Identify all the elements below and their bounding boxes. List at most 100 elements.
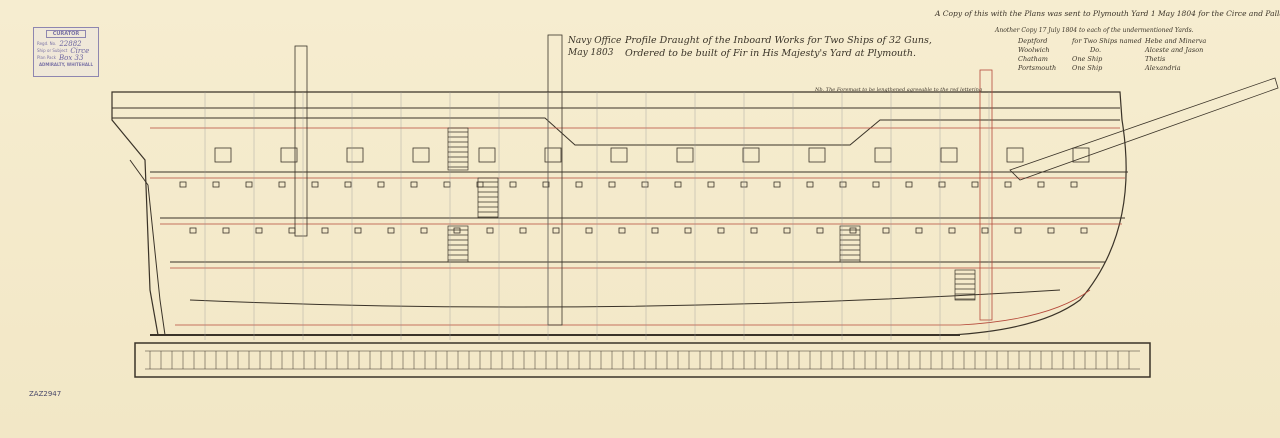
red-hull-line xyxy=(175,289,1091,326)
scuttle xyxy=(542,181,550,188)
scuttle xyxy=(981,227,989,234)
yard-name: Deptford xyxy=(1018,37,1048,45)
scuttle xyxy=(179,181,187,188)
scuttle xyxy=(519,227,527,234)
yard-detail: One Ship xyxy=(1072,64,1103,72)
yard-detail: One Ship xyxy=(1072,55,1103,63)
stamp-value: 22882 xyxy=(59,39,82,48)
scuttle xyxy=(641,181,649,188)
scuttle xyxy=(575,181,583,188)
stamp-header: CURATOR xyxy=(46,30,86,38)
gunport xyxy=(544,147,562,163)
scuttle xyxy=(806,181,814,188)
scuttle xyxy=(872,181,880,188)
gunport xyxy=(478,147,496,163)
scuttle xyxy=(189,227,197,234)
scuttle xyxy=(443,181,451,188)
scuttle xyxy=(509,181,517,188)
ladder xyxy=(447,225,469,263)
scale-bar-frame xyxy=(134,342,1151,378)
scuttle xyxy=(288,227,296,234)
scuttle xyxy=(344,181,352,188)
foremast xyxy=(979,69,993,321)
ladder xyxy=(839,225,861,263)
scuttle xyxy=(552,227,560,234)
scuttle xyxy=(1080,227,1088,234)
scuttle xyxy=(849,227,857,234)
yard-name: Chatham xyxy=(1018,55,1048,63)
scuttle xyxy=(1004,181,1012,188)
stamp-value: Box 33 xyxy=(58,53,84,62)
stamp-label: Plan Pack xyxy=(37,55,56,60)
title-office: Navy Office xyxy=(568,36,622,46)
stamp-label: Ship or Subject xyxy=(37,48,68,53)
copy-note-line-2: Another Copy 17 July 1804 to each of the… xyxy=(995,27,1194,34)
scuttle xyxy=(618,227,626,234)
yard-name: Portsmouth xyxy=(1018,64,1057,72)
yard-detail: Do. xyxy=(1090,46,1102,54)
scuttle xyxy=(222,227,230,234)
title-date: May 1803 xyxy=(568,48,614,58)
stamp-footer: ADMIRALTY, WHITEHALL xyxy=(38,62,94,67)
mainmast xyxy=(547,34,563,326)
scale-ticks xyxy=(149,351,1130,369)
hold-line xyxy=(189,289,1061,308)
hull-outline xyxy=(111,91,1127,336)
stamp-row: Regd. No.22882 xyxy=(34,39,98,48)
scuttle xyxy=(839,181,847,188)
gunport xyxy=(742,147,760,163)
scuttle xyxy=(1047,227,1055,234)
foremast-note: Nb. The Foremast to be lengthened agreea… xyxy=(815,87,983,93)
scuttle xyxy=(486,227,494,234)
scuttle xyxy=(674,181,682,188)
title-line-1: Profile Draught of the Inboard Works for… xyxy=(625,35,932,46)
reference-number: ZAZ2947 xyxy=(29,390,62,398)
gunport xyxy=(610,147,628,163)
yard-ships: Thetis xyxy=(1145,55,1166,63)
yard-ships: Alexandria xyxy=(1145,64,1181,72)
scuttle xyxy=(750,227,758,234)
stamp-value: Circe xyxy=(70,46,90,55)
scuttle xyxy=(707,181,715,188)
gunport xyxy=(874,147,892,163)
copy-note-line-1: A Copy of this with the Plans was sent t… xyxy=(935,9,1280,18)
gangway xyxy=(112,117,1120,146)
gunport xyxy=(808,147,826,163)
scuttle xyxy=(585,227,593,234)
ladder xyxy=(954,269,976,301)
gunport xyxy=(346,147,364,163)
scuttle xyxy=(905,181,913,188)
scuttle xyxy=(420,227,428,234)
scuttle xyxy=(311,181,319,188)
scuttle xyxy=(278,181,286,188)
gunport xyxy=(214,147,232,163)
scuttle xyxy=(608,181,616,188)
scuttle xyxy=(410,181,418,188)
scuttle xyxy=(354,227,362,234)
scuttle xyxy=(212,181,220,188)
stamp-label: Regd. No. xyxy=(37,41,57,46)
yard-name: Woolwich xyxy=(1018,46,1050,54)
scuttle xyxy=(387,227,395,234)
scuttle xyxy=(651,227,659,234)
ladder xyxy=(477,177,499,219)
gunport xyxy=(940,147,958,163)
scuttle xyxy=(245,181,253,188)
scuttle xyxy=(321,227,329,234)
scuttle xyxy=(773,181,781,188)
yard-ships: Hebe and Minerva xyxy=(1145,37,1207,45)
scuttle xyxy=(255,227,263,234)
ladder xyxy=(447,127,469,171)
scuttle xyxy=(717,227,725,234)
title-line-2: Ordered to be built of Fir in His Majest… xyxy=(625,48,916,59)
ladders xyxy=(447,127,976,301)
scuttle xyxy=(377,181,385,188)
gunports xyxy=(179,147,1090,234)
scuttle xyxy=(684,227,692,234)
gunport xyxy=(412,147,430,163)
scuttle xyxy=(915,227,923,234)
scuttle xyxy=(971,181,979,188)
